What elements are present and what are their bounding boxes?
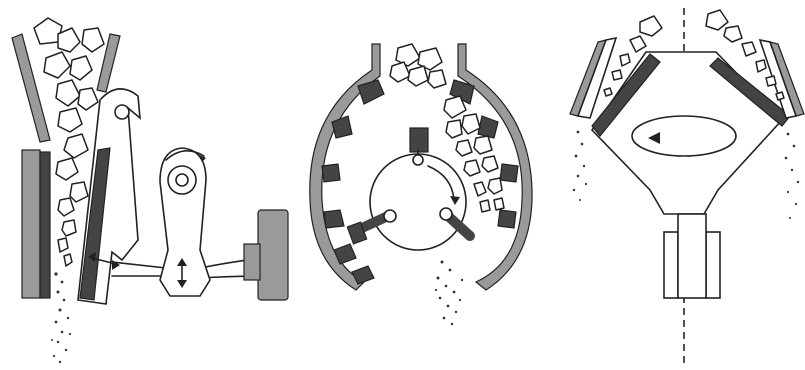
hopper-wall-left (12, 34, 50, 142)
tension-spring (244, 210, 288, 300)
impact-crusher-panel (310, 44, 532, 325)
cone-crusher-panel (570, 8, 804, 368)
eccentric-pitman (160, 148, 210, 296)
impact-feed-rocks (390, 44, 446, 88)
jaw-discharge-fines (51, 272, 71, 363)
fixed-jaw (22, 150, 50, 298)
toggle-plate (112, 262, 166, 276)
jaw-crusher-panel (12, 18, 288, 363)
rotor (370, 154, 466, 250)
cone-outlet (664, 214, 720, 298)
impact-discharge-fines (435, 261, 463, 326)
swing-jaw-pivot (115, 105, 129, 119)
